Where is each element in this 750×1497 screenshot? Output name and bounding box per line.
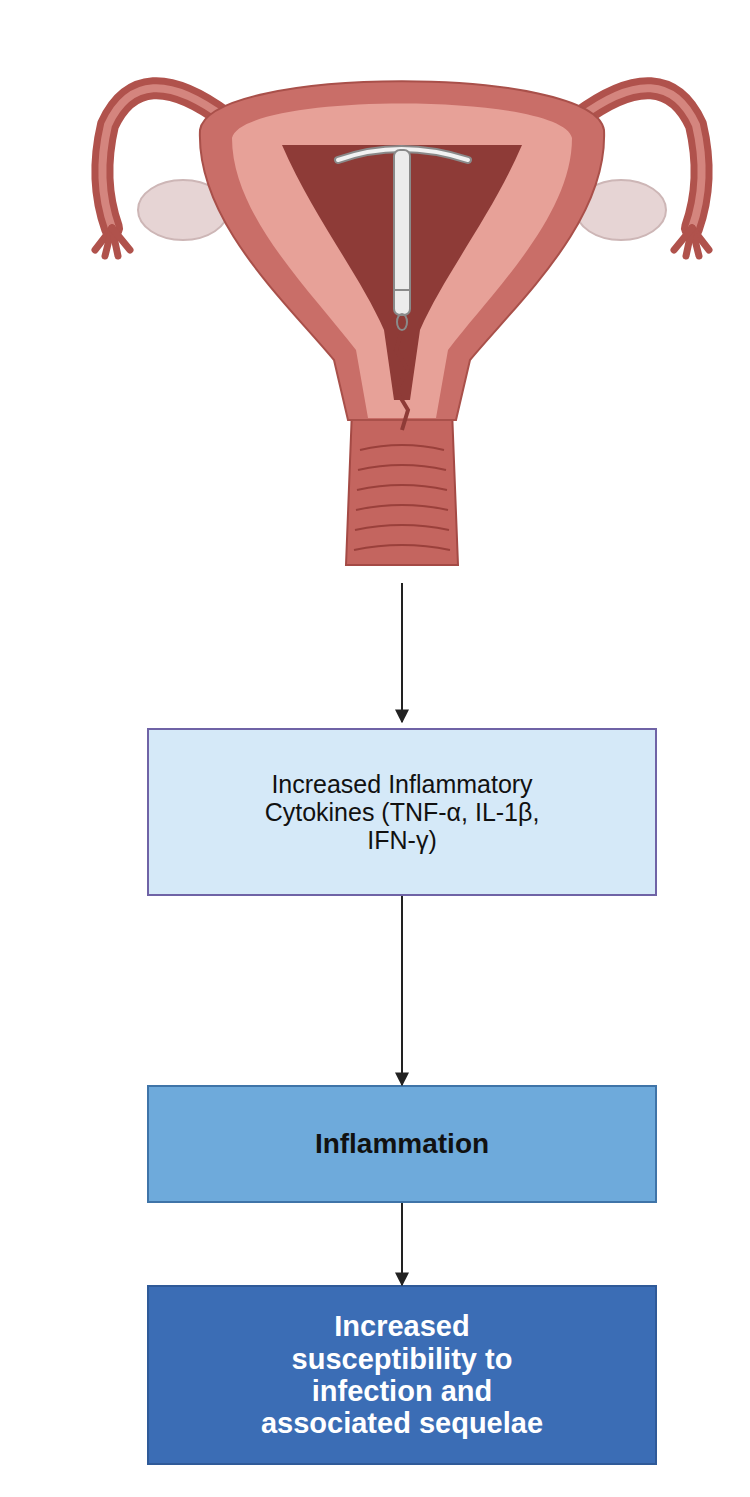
process-box: Inflammation (147, 1085, 657, 1203)
box-label: Increased Inflammatory Cytokines (TNF-α,… (252, 770, 552, 854)
iud-band (394, 289, 410, 291)
vagina (346, 410, 458, 565)
flow-arrow (401, 896, 403, 1085)
iud-string-loop (397, 314, 407, 330)
uterus-body (200, 81, 604, 420)
flow-connector-group (402, 1203, 403, 1285)
flow-connector-group (402, 896, 403, 1085)
cervical-canal (396, 330, 408, 430)
box-label: Inflammation (315, 1128, 489, 1159)
iud-stem (394, 150, 410, 315)
myometrium (232, 104, 572, 419)
outcome-box: Increased susceptibility to infection an… (147, 1285, 657, 1465)
vaginal-rugae (354, 445, 450, 550)
process-box: Increased Inflammatory Cytokines (TNF-α,… (147, 728, 657, 896)
flow-arrow (401, 583, 403, 722)
box-label: Increased susceptibility to infection an… (247, 1310, 557, 1440)
flow-arrow (401, 1203, 403, 1285)
